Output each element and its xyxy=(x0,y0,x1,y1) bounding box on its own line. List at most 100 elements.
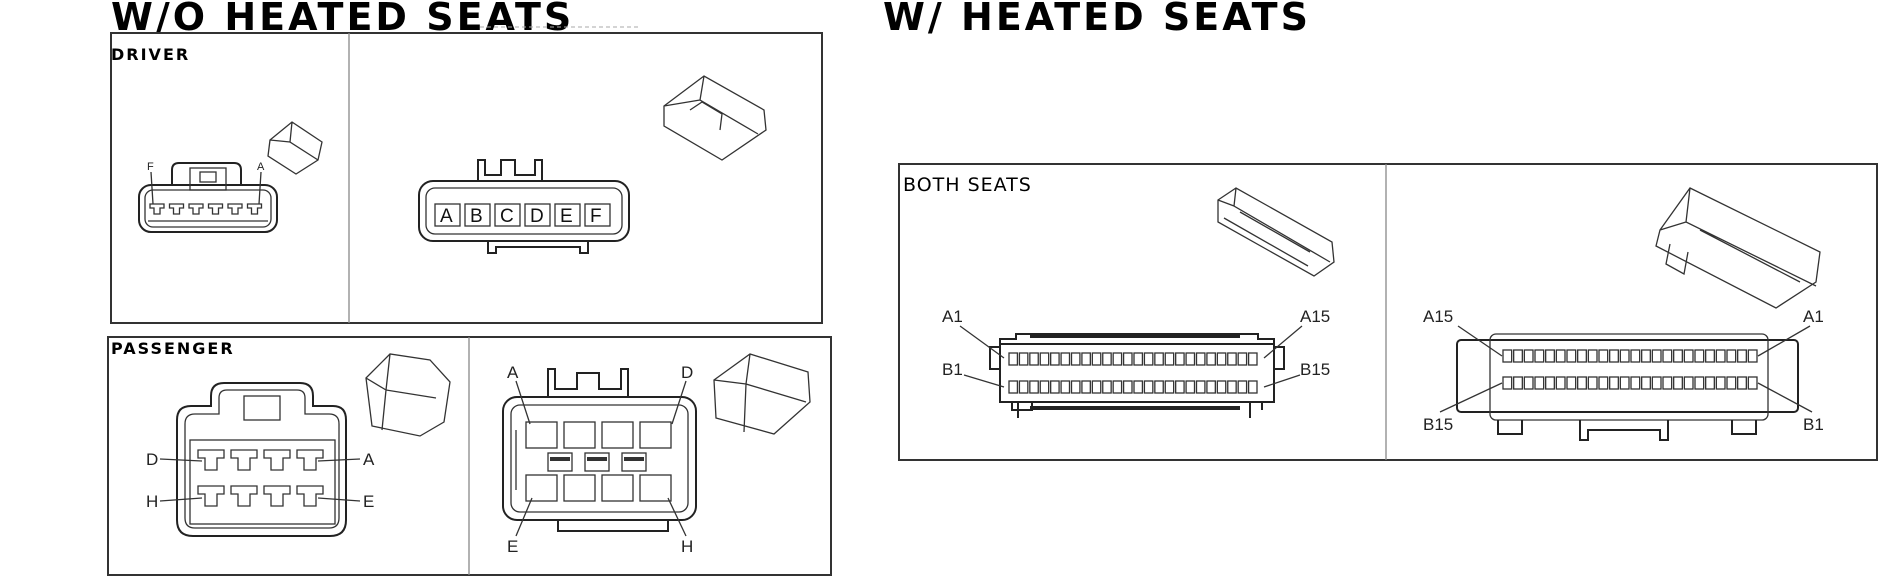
pin-cavity xyxy=(1577,376,1587,390)
pin-cavity xyxy=(1185,352,1196,366)
pin-cavity xyxy=(1237,380,1248,394)
pin-cavity xyxy=(1018,380,1029,394)
driver-harness-pin-a-label: A xyxy=(257,161,265,173)
pin-cavity xyxy=(1206,380,1216,394)
both-seats-component-pin-a1-label: A1 xyxy=(1803,307,1824,326)
title-with-heated-seats: W/ HEATED SEATS xyxy=(883,0,1311,39)
passenger-component-pin-h-label: H xyxy=(681,537,693,556)
pin-cavity xyxy=(1029,352,1039,366)
pin-cavity xyxy=(1122,380,1133,394)
both-seats-harness-3d-icon xyxy=(1217,187,1335,277)
pin-cavity xyxy=(1598,376,1609,390)
pin-cavity xyxy=(563,421,596,449)
pin-cavity xyxy=(1545,349,1555,363)
driver-component-3d-icon xyxy=(663,75,767,161)
terminal-cavity xyxy=(197,485,225,507)
pin-cavity xyxy=(1513,376,1523,390)
terminal-cavity xyxy=(149,203,165,215)
pin-cavity xyxy=(1683,349,1694,363)
terminal-cavity xyxy=(168,203,185,215)
pin-cavity xyxy=(434,203,461,227)
pin-cavity xyxy=(1050,352,1060,366)
pin-cavity xyxy=(1726,349,1737,363)
pin-cavity xyxy=(1747,349,1758,363)
passenger-component-connector: A D E H xyxy=(502,363,697,556)
pin-cavity xyxy=(1133,352,1144,366)
both-seats-component-connector: A15 A1 B15 B1 xyxy=(1423,307,1824,441)
pin-cavity xyxy=(1216,352,1227,366)
passenger-panel: PASSENGER D A H E A D E H xyxy=(107,336,832,576)
pin-cavity xyxy=(1247,352,1258,366)
pin-cavity xyxy=(464,203,491,227)
terminal-cavity xyxy=(227,203,243,215)
pin-cavity xyxy=(1164,352,1175,366)
passenger-component-pin-a-label: A xyxy=(507,363,519,382)
terminal-cavity xyxy=(296,485,324,507)
pin-cavity xyxy=(1091,380,1102,394)
pin-cavity xyxy=(1651,376,1662,390)
pin-cavity xyxy=(1694,349,1705,363)
pin-cavity xyxy=(1050,380,1060,394)
pin-cavity xyxy=(1566,376,1577,390)
pin-cavity xyxy=(1609,376,1619,390)
passenger-component-pin-e-label: E xyxy=(507,537,518,556)
passenger-harness-pin-d-label: D xyxy=(146,450,158,469)
terminal-cavity xyxy=(230,449,258,471)
pin-cavity xyxy=(1737,349,1747,363)
pin-cavity xyxy=(554,203,581,227)
pin-cavity xyxy=(1523,349,1534,363)
pin-cavity xyxy=(639,421,672,449)
pin-cavity xyxy=(1534,376,1545,390)
pin-cavity xyxy=(584,203,611,227)
both-seats-harness-pin-b1-label: B1 xyxy=(942,360,963,379)
lock-slot-bar xyxy=(550,457,570,461)
pin-cavity xyxy=(1747,376,1758,390)
pin-cavity xyxy=(1619,376,1630,390)
pin-cavity xyxy=(1216,380,1227,394)
driver-harness-pin-f-label: F xyxy=(147,161,154,173)
both-seats-component-pin-b15-label: B15 xyxy=(1423,415,1453,434)
pin-cavity xyxy=(1133,380,1144,394)
pin-cavity xyxy=(1630,376,1641,390)
terminal-cavity xyxy=(296,449,324,471)
pin-cavity xyxy=(1143,352,1154,366)
pin-cavity xyxy=(1206,352,1216,366)
pin-cavity xyxy=(1008,352,1019,366)
passenger-harness-pin-e-label: E xyxy=(363,492,374,511)
pin-cavity xyxy=(1726,376,1737,390)
passenger-harness-pin-a-label: A xyxy=(363,450,375,469)
pin-cavity xyxy=(1587,376,1598,390)
pin-cavity xyxy=(1705,376,1715,390)
terminal-cavity xyxy=(263,449,291,471)
pin-cavity xyxy=(1008,380,1019,394)
both-seats-harness-connector: A1 A15 B1 B15 xyxy=(942,307,1330,418)
pin-cavity xyxy=(639,474,672,502)
terminal-cavity xyxy=(188,203,204,215)
pin-cavity xyxy=(1039,380,1050,394)
pin-cavity xyxy=(1662,349,1673,363)
pin-cavity xyxy=(601,421,634,449)
terminal-cavity xyxy=(197,449,225,471)
pin-cavity xyxy=(1715,349,1726,363)
pin-cavity xyxy=(1195,352,1206,366)
pin-cavity xyxy=(563,474,596,502)
terminal-cavity xyxy=(263,485,291,507)
pin-cavity xyxy=(1018,352,1029,366)
pin-cavity xyxy=(1112,352,1123,366)
driver-component-pin-label: F xyxy=(590,206,602,227)
terminal-cavity xyxy=(207,203,224,215)
pin-cavity xyxy=(1112,380,1123,394)
both-seats-frame xyxy=(898,163,1878,461)
pin-cavity xyxy=(1227,380,1237,394)
driver-harness-3d-icon xyxy=(267,121,323,175)
pin-cavity xyxy=(525,474,558,502)
pin-cavity xyxy=(1662,376,1673,390)
pin-cavity xyxy=(1247,380,1258,394)
pin-cavity xyxy=(1195,380,1206,394)
driver-frame xyxy=(110,32,823,324)
driver-component-pin-label: E xyxy=(560,206,573,227)
both-seats-panel: BOTH SEATS A1 A15 B1 B15 A15 A1 xyxy=(898,163,1878,461)
both-seats-component-pin-b1-label: B1 xyxy=(1803,415,1824,434)
